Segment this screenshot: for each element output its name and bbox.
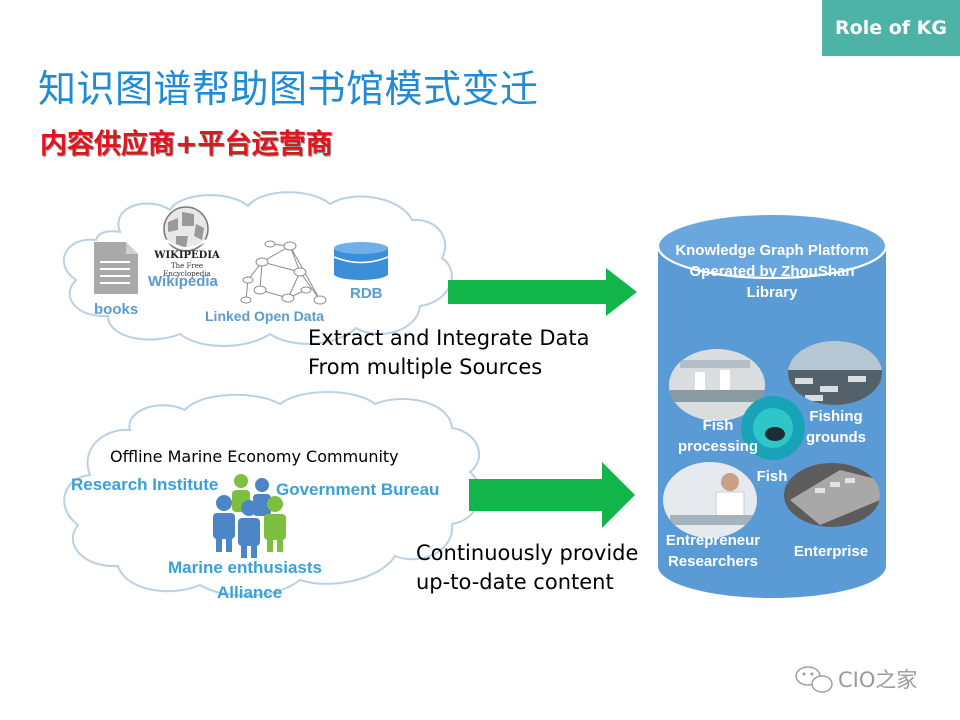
role-tag: Role of KG [822,0,960,56]
enthusiasts-line2: Alliance [217,583,283,602]
page-title: 知识图谱帮助图书馆模式变迁 [38,67,539,111]
platform-line1: Knowledge Graph Platform [675,242,869,259]
fishing-grounds-line2: grounds [806,429,866,446]
fish-processing-line1: Fish [702,417,734,434]
wikipedia-logo-sub: The Free Encyclopedia [163,262,211,278]
fish-processing-label: Fish processing [672,415,764,457]
fishing-grounds-line1: Fishing [809,408,863,425]
wikipedia-label: Wikipedia [148,273,218,290]
bottom-cloud [63,391,481,597]
extract-line1: Extract and Integrate Data [308,326,590,350]
fish-label: Fish [756,468,788,485]
researchers-photo [663,462,757,538]
platform-line3: Library [746,284,798,301]
platform-line2: Operated by ZhouShan [689,263,855,280]
community-label: Offline Marine Economy Community [110,447,399,466]
arrow-bottom [469,462,635,528]
provide-line1: Continuously provide [416,541,639,565]
government-bureau-label: Government Bureau [276,480,440,499]
enterprise-label: Enterprise [793,543,869,560]
extract-caption: Extract and Integrate Data From multiple… [308,324,590,382]
research-institute-label: Research Institute [71,475,219,494]
entrepreneur-line2: Researchers [667,553,759,570]
books-label: books [94,301,139,318]
platform-title: Knowledge Graph Platform Operated by Zho… [660,240,884,303]
wikipedia-logo-title: WIKIPEDIA [154,250,220,261]
extract-line2: From multiple Sources [308,355,543,379]
fish-photo [741,396,805,460]
entrepreneur-line1: Entrepreneur [665,532,761,549]
fish-processing-line2: processing [677,438,759,455]
provide-line2: up-to-date content [416,570,614,594]
entrepreneur-label: Entrepreneur Researchers [660,530,766,572]
arrow-top [448,268,637,316]
provide-caption: Continuously provide up-to-date content [416,539,638,597]
rdb-label: RDB [350,285,383,302]
linked-open-data-label: Linked Open Data [205,308,325,324]
enthusiasts-line1: Marine enthusiasts [168,558,322,577]
watermark-text: CIO之家 [838,668,918,692]
fishing-grounds-label: Fishing grounds [796,406,876,448]
page-subtitle: 内容供应商+平台运营商 [40,129,333,160]
enterprise-photo [784,463,880,527]
